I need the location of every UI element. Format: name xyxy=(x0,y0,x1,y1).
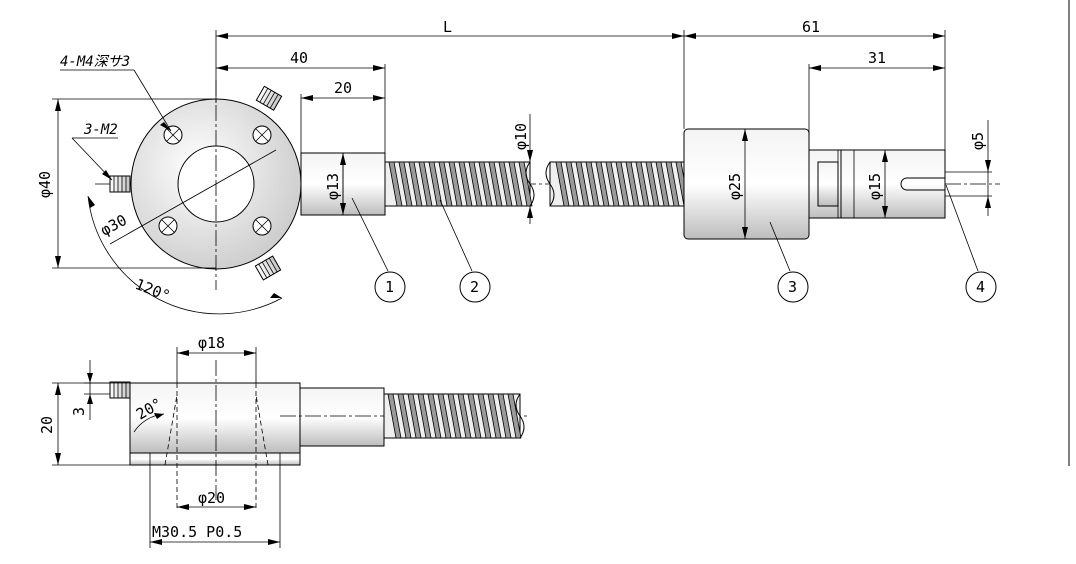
thread-groove xyxy=(655,161,670,207)
thread-groove xyxy=(665,161,680,207)
callout-3: 3 xyxy=(769,221,809,303)
thread-groove xyxy=(487,393,502,439)
flange-end-view xyxy=(109,80,302,290)
svg-text:2: 2 xyxy=(470,278,479,296)
dim-20-label: 20 xyxy=(334,79,352,97)
callout-1: 1 xyxy=(351,197,406,303)
thread-groove xyxy=(625,161,640,207)
thread-groove xyxy=(635,161,650,207)
dim-height20-label: 20 xyxy=(38,416,56,434)
dim-phi25-label: φ25 xyxy=(726,173,744,200)
set-screw-bottom xyxy=(254,255,282,281)
m4-hole xyxy=(158,216,178,236)
dim-phi5-label: φ5 xyxy=(969,132,987,150)
dim-depth3-label: 3 xyxy=(70,407,88,416)
thread-groove xyxy=(387,393,402,439)
thread-groove xyxy=(508,161,523,207)
thread-groove xyxy=(497,393,512,439)
thread-groove xyxy=(417,393,432,439)
dim-phi15-label: φ15 xyxy=(866,173,884,200)
m4-hole xyxy=(252,125,272,145)
m4-hole xyxy=(252,216,272,236)
thread-groove xyxy=(575,161,590,207)
thread-groove xyxy=(448,161,463,207)
nut-part-3 xyxy=(683,128,946,240)
dim-phi40-label: φ40 xyxy=(36,171,54,198)
thread-groove xyxy=(498,161,513,207)
thread-groove xyxy=(438,161,453,207)
thread-groove xyxy=(585,161,600,207)
note-screws-label: 3-M2 xyxy=(83,122,118,138)
dim-l-label: L xyxy=(443,18,452,36)
thread-groove xyxy=(467,393,482,439)
thread-groove xyxy=(437,393,452,439)
thread-groove xyxy=(595,161,610,207)
thread-groove xyxy=(477,393,492,439)
dim-40-label: 40 xyxy=(290,49,308,67)
thread-groove xyxy=(427,393,442,439)
thread-groove xyxy=(408,161,423,207)
screw-thread-part-2 xyxy=(384,161,690,207)
thread-groove xyxy=(555,161,570,207)
side-screw-thread xyxy=(383,393,525,439)
thread-groove xyxy=(458,161,473,207)
thread-groove xyxy=(407,393,422,439)
thread-groove xyxy=(457,393,472,439)
thread-groove xyxy=(615,161,630,207)
thread-groove xyxy=(388,161,403,207)
note-holes-label: 4-M4深サ3 xyxy=(60,54,130,70)
dim-phi13-label: φ13 xyxy=(324,173,342,200)
thread-groove xyxy=(398,161,413,207)
thread-groove xyxy=(418,161,433,207)
m4-hole xyxy=(163,125,183,145)
thread-groove xyxy=(565,161,580,207)
dim-phi10-label: φ10 xyxy=(512,123,530,150)
thread-groove xyxy=(507,393,522,439)
dim-phi18-label: φ18 xyxy=(198,334,225,352)
thread-groove xyxy=(605,161,620,207)
dim-31-label: 31 xyxy=(868,49,886,67)
dim-phi20-label: φ20 xyxy=(198,489,225,507)
dim-angle120-label: 120° xyxy=(133,275,173,305)
set-screw-left xyxy=(109,175,131,193)
thread-groove xyxy=(488,161,503,207)
thread-groove xyxy=(478,161,493,207)
set-screw-top xyxy=(255,85,283,111)
thread-groove xyxy=(468,161,483,207)
svg-text:1: 1 xyxy=(385,278,394,296)
dim-thread-label: M30.5 P0.5 xyxy=(152,523,242,541)
thread-groove xyxy=(428,161,443,207)
thread-groove xyxy=(447,393,462,439)
thread-groove xyxy=(397,393,412,439)
thread-groove xyxy=(518,161,533,207)
svg-text:4: 4 xyxy=(976,278,985,296)
dim-61-label: 61 xyxy=(802,18,820,36)
thread-groove xyxy=(645,161,660,207)
callout-4: 4 xyxy=(945,184,997,303)
callout-2: 2 xyxy=(439,199,491,303)
svg-text:3: 3 xyxy=(788,278,797,296)
